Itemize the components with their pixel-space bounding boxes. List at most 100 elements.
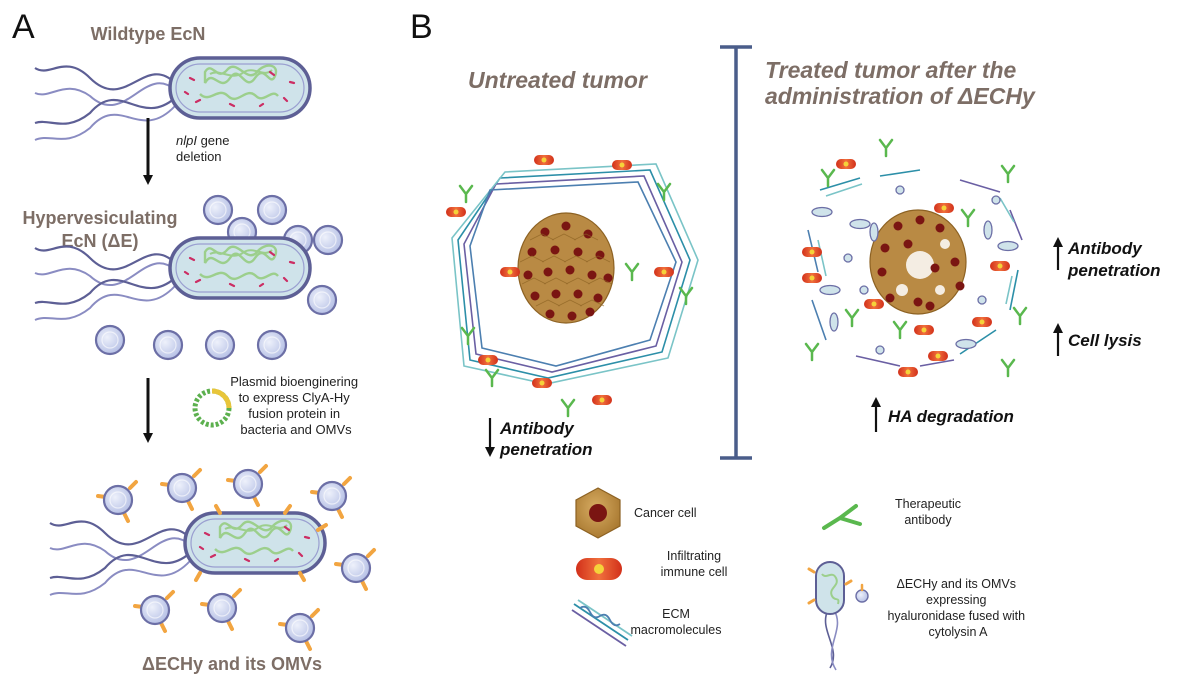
immune-cell [592, 395, 612, 405]
legend-echy-text: ΔECHy and its OMVs expressing hyaluronid… [887, 577, 1028, 639]
vesicles-bottom [94, 324, 288, 361]
legend: Cancer cell Infiltrating immune cell ECM… [571, 487, 1028, 671]
antibody [892, 320, 908, 340]
antibody-down-2: penetration [499, 440, 593, 459]
immune-cell [478, 355, 498, 365]
treated-title-2: administration of ΔECHy [765, 83, 1036, 109]
vesicle [312, 224, 344, 256]
antibody-down-1: Antibody [499, 419, 575, 438]
legend-echy-3: hyaluronidase fused with [887, 609, 1025, 623]
antibody [820, 168, 836, 188]
antibody [1000, 358, 1016, 378]
antibody-up-2: penetration [1067, 261, 1161, 280]
immune-cell [802, 247, 822, 257]
immune-cell [928, 351, 948, 361]
omv [160, 468, 202, 511]
gene-deletion-label-2: deletion [176, 149, 222, 164]
legend-cancer-cell: Cancer cell [575, 487, 697, 539]
plasmid-text-3: fusion protein in [248, 406, 340, 421]
legend-cancer-cell-label: Cancer cell [634, 506, 697, 520]
legend-immune-label-1: Infiltrating [667, 549, 721, 563]
immune-cell [864, 299, 884, 309]
immune-cell [532, 378, 552, 388]
ecm-fragments [807, 169, 1023, 367]
ecm-icon [571, 599, 633, 647]
untreated-tumor [446, 155, 699, 418]
vesicle [256, 194, 288, 226]
immune-cell [500, 267, 520, 277]
gene-name: nlpI [176, 133, 197, 148]
immune-cell [898, 367, 918, 377]
vesicle [256, 329, 288, 361]
antibody [1012, 306, 1028, 326]
legend-antibody: Therapeutic antibody [822, 497, 961, 530]
legend-antibody-label-1: Therapeutic [895, 497, 961, 511]
treated-title-1: Treated tumor after the [765, 57, 1017, 83]
echy-particles [811, 185, 1019, 355]
antibody [560, 398, 576, 418]
plasmid-text: Plasmid bioenginering to express ClyA-Hy… [230, 374, 362, 437]
legend-ecm-label-1: ECM [662, 607, 690, 621]
immune-cell [534, 155, 554, 165]
vesicle [306, 284, 338, 316]
legend-echy-2: expressing [926, 593, 986, 607]
antibody [878, 138, 894, 158]
antibody-up-1: Antibody [1067, 239, 1143, 258]
treated-tumor [802, 138, 1028, 378]
antibody [624, 262, 640, 282]
antibody-down-indicator: Antibody penetration [485, 418, 593, 459]
vesicle [204, 329, 236, 361]
legend-ecm: ECM macromolecules [571, 599, 722, 647]
untreated-title: Untreated tumor [468, 67, 648, 93]
immune-cell [446, 207, 466, 217]
legend-echy-4: cytolysin A [928, 625, 988, 639]
vesicle [94, 324, 126, 356]
omv [310, 476, 352, 519]
antibody [458, 184, 474, 204]
legend-immune-cell: Infiltrating immune cell [576, 549, 727, 580]
omv [133, 590, 175, 633]
antibody [1000, 164, 1016, 184]
cancer-cell-cluster-lysed [869, 209, 967, 315]
vesicle [152, 329, 184, 361]
wildtype-label: Wildtype EcN [91, 24, 206, 44]
legend-echy-1: ΔECHy and its OMVs [897, 577, 1017, 591]
gene-word: gene [197, 133, 230, 148]
legend-antibody-label-2: antibody [904, 513, 952, 527]
ha-degradation-label: HA degradation [888, 407, 1014, 426]
panel-separator [720, 45, 752, 460]
antibody-icon [822, 504, 862, 530]
antibody [844, 308, 860, 328]
panel-b-letter: B [410, 8, 433, 46]
final-echy-label: ΔECHy and its OMVs [142, 654, 322, 674]
omv [200, 588, 242, 631]
immune-cell [934, 203, 954, 213]
immune-cell [990, 261, 1010, 271]
antibody [678, 286, 694, 306]
omv [226, 464, 268, 507]
echy-bacterium-proteins [194, 504, 328, 582]
vesicle [202, 194, 234, 226]
cancer-cell-cluster [517, 212, 615, 324]
immune-cell [654, 267, 674, 277]
antibody [804, 342, 820, 362]
antibody [960, 208, 976, 228]
plasmid-text-2: to express ClyA-Hy [239, 390, 351, 405]
legend-echy: ΔECHy and its OMVs expressing hyaluronid… [807, 561, 1028, 671]
hypervesiculating-label-2: EcN (ΔE) [62, 231, 139, 251]
antibody [460, 326, 476, 346]
treated-indicators: Antibody penetration Cell lysis HA degra… [871, 237, 1161, 432]
cell-lysis-label: Cell lysis [1068, 331, 1142, 350]
plasmid-text-4: bacteria and OMVs [240, 422, 352, 437]
plasmid-icon [192, 388, 232, 428]
gene-deletion-label: nlpI gene [176, 133, 230, 148]
echy-icon [807, 561, 869, 671]
legend-immune-label-2: immune cell [661, 565, 728, 579]
immune-cell [914, 325, 934, 335]
omv [334, 548, 376, 591]
immune-cell [802, 273, 822, 283]
plasmid-text-1: Plasmid bioenginering [230, 374, 358, 389]
omv [96, 480, 138, 523]
omv [278, 608, 320, 651]
immune-cell [612, 160, 632, 170]
